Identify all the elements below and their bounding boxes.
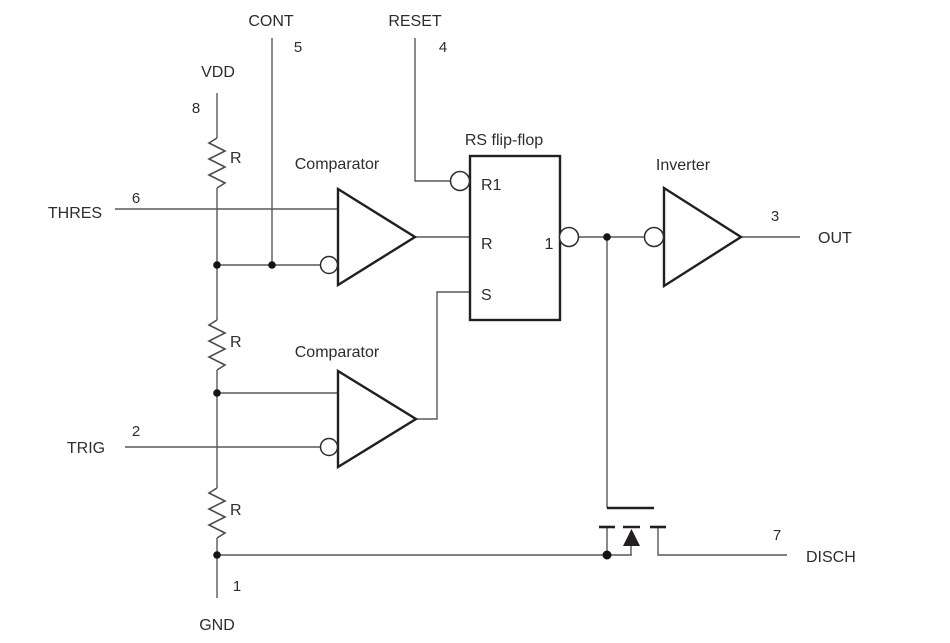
cont-pin-number: 5 (294, 39, 302, 56)
gnd-label: GND (199, 617, 235, 634)
junction-nodeA (213, 261, 221, 269)
flipflop-output-bubble (558, 226, 580, 248)
junction-nodeC (213, 551, 221, 559)
inverter-input-bubble (643, 226, 665, 248)
junction-nodeB (213, 389, 221, 397)
resistor2-label: R (230, 334, 242, 351)
flipflop-r1-port-label: R1 (481, 177, 502, 194)
comparator1-label: Comparator (295, 156, 380, 173)
comparator1-symbol (336, 186, 418, 288)
thres-pin-number: 6 (132, 190, 140, 207)
reset-label: RESET (388, 13, 442, 30)
labels: CONT 5 RESET 4 VDD 8 R 6 THRES R 2 TRIG … (48, 13, 856, 634)
comparator2-inverting-bubble (319, 437, 339, 457)
inverter-label: Inverter (656, 157, 711, 174)
disch-wire (657, 527, 787, 556)
vdd-label: VDD (201, 64, 235, 81)
junction-output (603, 233, 611, 241)
flipflop-label: RS flip-flop (465, 132, 543, 149)
flipflop-s-port-label: S (481, 287, 492, 304)
component-symbols (336, 154, 744, 470)
thres-label: THRES (48, 205, 102, 222)
vdd-pin-number: 8 (192, 100, 200, 117)
comparator1-inverting-bubble (319, 255, 339, 275)
comparator2-symbol (336, 368, 419, 470)
transistor-body-arrow (623, 529, 640, 546)
gnd-pin-number: 1 (233, 578, 241, 595)
trig-label: TRIG (67, 440, 105, 457)
comparator2-label: Comparator (295, 344, 380, 361)
resistors (207, 137, 227, 539)
junction-source (602, 550, 612, 560)
flipflop-output-label: 1 (545, 236, 554, 253)
reset-wire (414, 38, 450, 182)
out-label: OUT (818, 230, 852, 247)
trig-pin-number: 2 (132, 423, 140, 440)
disch-label: DISCH (806, 549, 856, 566)
resistor2-symbol (207, 319, 227, 371)
disch-pin-number: 7 (773, 527, 781, 544)
discharge-transistor-symbol (599, 506, 666, 546)
resistor1-label: R (230, 150, 242, 167)
flipflop-r-port-label: R (481, 236, 493, 253)
inverter-symbol (662, 185, 744, 289)
resistor3-label: R (230, 502, 242, 519)
junction-cont (268, 261, 276, 269)
out-pin-number: 3 (771, 208, 779, 225)
reset-pin-number: 4 (439, 39, 447, 56)
wires (115, 38, 800, 598)
junction-dots (213, 233, 612, 560)
resistor3-symbol (207, 487, 227, 539)
resistor1-symbol (207, 137, 227, 189)
inversion-bubbles (319, 170, 665, 457)
cont-label: CONT (248, 13, 294, 30)
flipflop-r1-bubble (449, 170, 471, 192)
s-route-wire (416, 291, 470, 420)
